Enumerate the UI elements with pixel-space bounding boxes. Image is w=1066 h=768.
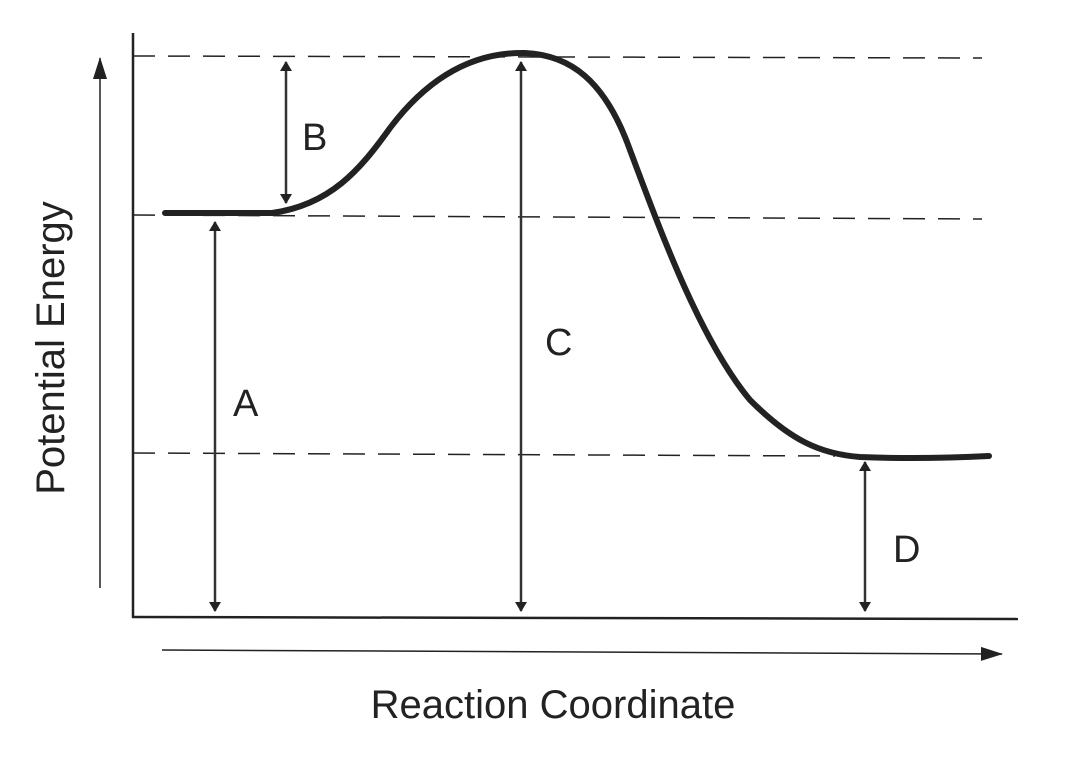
energy-curve	[162, 49, 992, 462]
label-b: B	[302, 117, 327, 159]
x-direction-arrow	[161, 646, 1003, 661]
product-level	[132, 452, 836, 457]
y-axis-title: Potential Energy	[29, 201, 73, 495]
label-a: A	[233, 383, 259, 425]
label-c: C	[545, 322, 572, 364]
x-axis	[131, 615, 1019, 621]
label-d: D	[893, 529, 920, 571]
x-axis-title: Reaction Coordinate	[371, 683, 736, 727]
